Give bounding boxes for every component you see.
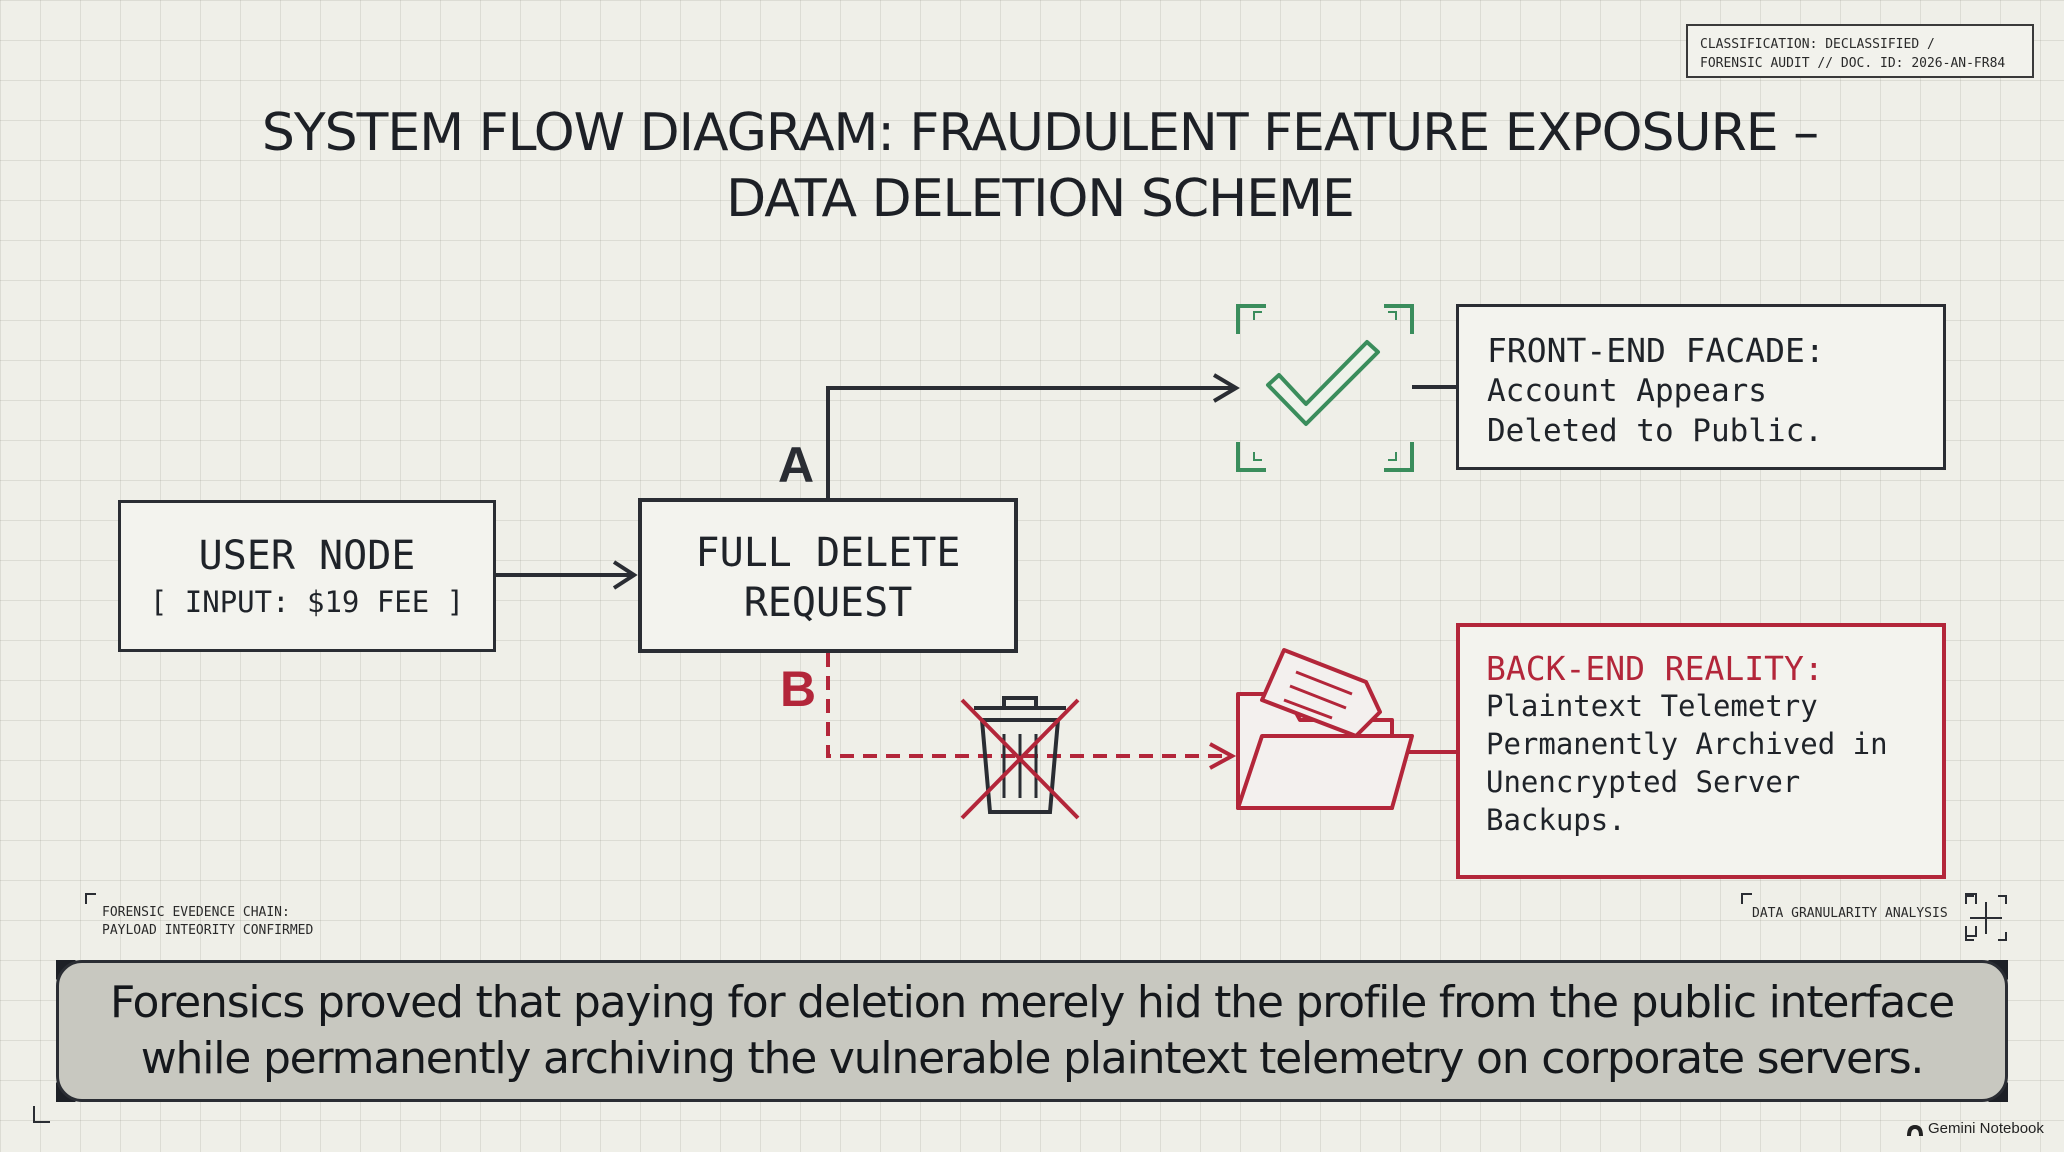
classification-label: CLASSIFICATION: DECLASSIFIED / FORENSIC …	[1686, 24, 2034, 78]
back-end-heading: BACK-END REALITY:	[1486, 649, 1824, 688]
user-node: USER NODE [ INPUT: $19 FEE ]	[118, 500, 496, 652]
path-b-label: B	[780, 661, 817, 717]
crosshair-icon	[1965, 895, 2007, 941]
checkmark-icon	[1236, 304, 1414, 472]
path-a-label: A	[778, 437, 815, 493]
front-end-facade-node: FRONT-END FACADE: Account Appears Delete…	[1456, 304, 1946, 470]
back-end-reality-node: BACK-END REALITY: Plaintext Telemetry Pe…	[1456, 623, 1946, 879]
granularity-label: DATA GRANULARITY ANALYSIS	[1752, 906, 1948, 921]
arrow-path-b	[826, 653, 1228, 758]
summary-banner: Forensics proved that paying for deletio…	[56, 960, 2008, 1102]
folder-document-icon	[1236, 648, 1414, 810]
delete-request-label: FULL DELETE REQUEST	[695, 530, 961, 626]
front-end-body: Account Appears Deleted to Public.	[1487, 373, 1823, 449]
page-title: SYSTEM FLOW DIAGRAM: FRAUDULENT FEATURE …	[261, 103, 1819, 229]
back-end-body: Plaintext Telemetry Permanently Archived…	[1486, 689, 1888, 837]
brand-label: Gemini Notebook	[1928, 1120, 2044, 1137]
delete-request-node: FULL DELETE REQUEST	[638, 498, 1018, 653]
front-end-heading: FRONT-END FACADE:	[1487, 331, 1825, 370]
user-node-title: USER NODE	[198, 533, 416, 579]
arrow-path-a	[826, 386, 1232, 498]
user-node-input: [ INPUT: $19 FEE ]	[149, 585, 465, 619]
trash-crossed-icon	[960, 696, 1080, 820]
evidence-chain-label: FORENSIC EVEDENCE CHAIN: PAYLOAD INTEORI…	[102, 905, 314, 938]
brand-icon	[1907, 1125, 1923, 1136]
